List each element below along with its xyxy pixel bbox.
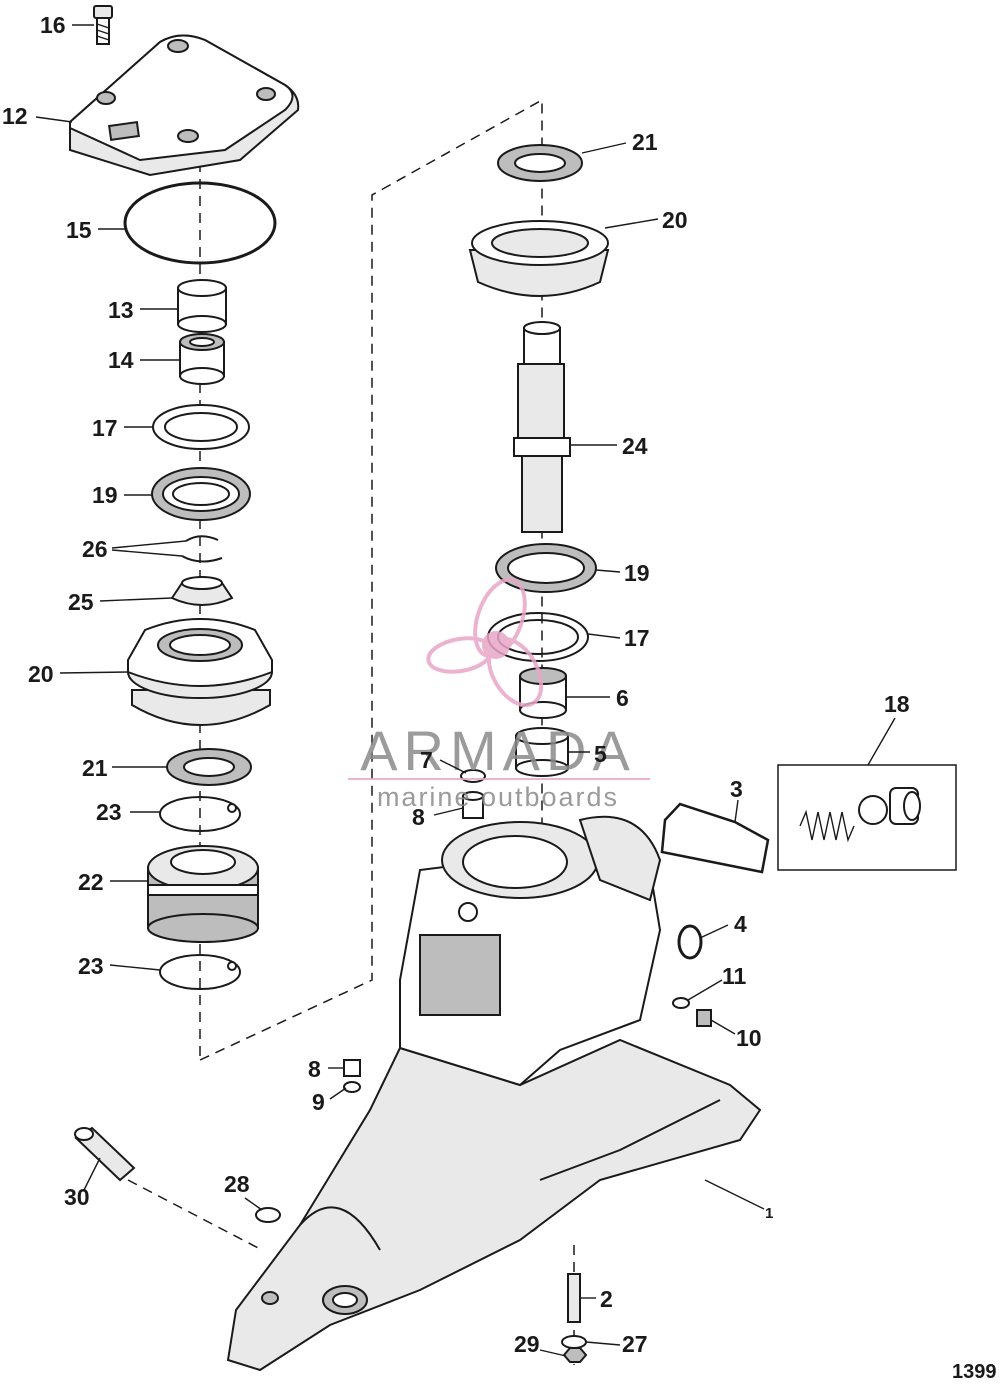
callout-5: 5 [594, 741, 607, 767]
part-5-bushing [515, 727, 569, 777]
callout-7: 7 [420, 747, 433, 773]
callout-19-right: 19 [624, 560, 650, 586]
leader-lines [35, 24, 896, 1357]
part-19-thrust-bearing [151, 467, 251, 521]
part-1-gear-housing [226, 815, 762, 1372]
callout-1: 1 [765, 1205, 773, 1222]
callout-22: 22 [78, 869, 104, 895]
callout-4: 4 [734, 911, 747, 937]
callout-21-left: 21 [82, 755, 108, 781]
callout-18: 18 [884, 691, 910, 717]
part-25-cone [170, 576, 234, 606]
callout-8-upper: 8 [412, 804, 425, 830]
part-8-sleeve-lower [343, 1059, 361, 1077]
callout-27: 27 [622, 1331, 648, 1357]
callout-20-left: 20 [28, 661, 54, 687]
part-29-nut [562, 1347, 588, 1363]
part-11-washer [672, 997, 690, 1009]
callout-23-upper: 23 [96, 799, 122, 825]
part-7-o-ring [460, 769, 486, 783]
callout-15: 15 [66, 217, 92, 243]
part-23-snap-ring-upper [159, 796, 241, 832]
callout-24: 24 [622, 433, 648, 459]
part-4-o-ring [677, 924, 703, 960]
callout-23-lower: 23 [78, 953, 104, 979]
callout-6: 6 [616, 685, 629, 711]
part-28-cap [255, 1207, 281, 1223]
part-14-needle-bearing [179, 333, 225, 385]
watermark-brand: ARMADA [360, 719, 636, 782]
callout-28: 28 [224, 1171, 250, 1197]
part-30-pin [74, 1126, 136, 1182]
part-12-cover-plate [69, 34, 300, 177]
part-22-clutch [147, 845, 259, 943]
callout-12: 12 [2, 103, 28, 129]
watermark-tagline: marine outboards [377, 782, 619, 812]
part-9-o-ring [343, 1081, 361, 1093]
callout-26: 26 [82, 536, 108, 562]
callout-17-left: 17 [92, 415, 118, 441]
propeller-logo-icon [426, 577, 544, 708]
part-17-washer [152, 404, 250, 450]
part-24-pinion-shaft [513, 321, 571, 533]
callout-29: 29 [514, 1331, 540, 1357]
part-21-thrust-washer-left [166, 748, 252, 786]
part-16-bolt [93, 5, 113, 45]
callout-10: 10 [736, 1025, 762, 1051]
part-8-sleeve-upper [462, 791, 484, 819]
part-15-o-ring [123, 181, 277, 265]
part-10-plug [696, 1009, 712, 1027]
part-20-bevel-gear-right [468, 220, 610, 297]
armada-watermark: ARMADA marine outboards [348, 577, 650, 812]
callout-14: 14 [108, 347, 134, 373]
callout-13: 13 [108, 297, 134, 323]
callout-labels: 16 12 15 13 14 17 19 26 25 20 21 23 22 2… [2, 12, 997, 1383]
part-2-stud [567, 1273, 581, 1323]
part-27-washer [561, 1335, 587, 1349]
part-19-thrust-bearing-right [495, 543, 597, 593]
callout-11: 11 [722, 963, 747, 989]
callout-30: 30 [64, 1184, 90, 1210]
figure-number: 1399 [952, 1361, 997, 1383]
callout-8-lower: 8 [308, 1056, 321, 1082]
callout-16: 16 [40, 12, 66, 38]
part-23-snap-ring-lower [159, 954, 241, 990]
part-13-bushing [177, 279, 227, 333]
callout-2: 2 [600, 1286, 613, 1312]
part-21-thrust-washer-right [497, 144, 583, 182]
callout-19-left: 19 [92, 482, 118, 508]
part-6-needle-bearing [519, 667, 567, 719]
callout-9: 9 [312, 1089, 325, 1115]
callout-17-right: 17 [624, 625, 650, 651]
part-20-bevel-gear-left [127, 618, 273, 726]
callout-20-right: 20 [662, 207, 688, 233]
callout-21-right: 21 [632, 129, 658, 155]
callout-3: 3 [730, 776, 743, 802]
part-26-retainer-clips [181, 535, 223, 563]
part-3-gasket [660, 802, 770, 874]
part-18-check-valve-kit [777, 764, 957, 871]
callout-25: 25 [68, 589, 94, 615]
